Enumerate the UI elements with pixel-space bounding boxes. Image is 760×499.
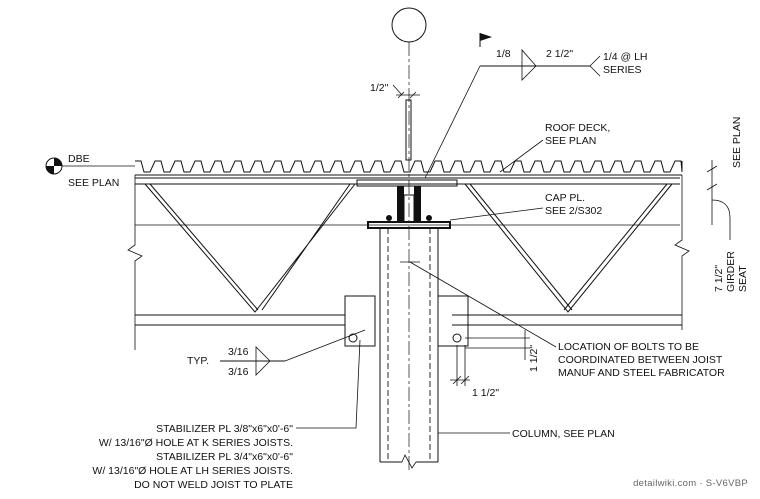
stabilizer-note-2: W/ 13/16"Ø HOLE AT K SERIES JOISTS.	[99, 437, 293, 449]
break-line-left	[127, 175, 143, 350]
bolt-location-leader	[409, 261, 557, 348]
stabilizer-note-1: STABILIZER PL 3/8"x6"x0'-6"	[156, 423, 293, 435]
roof-deck	[135, 160, 683, 173]
girder-seat-label-1: 7 1/2"	[713, 265, 725, 292]
dim-vertical-label: 1 1/2"	[528, 345, 540, 372]
cap-pl-label-2: SEE 2/S302	[545, 205, 602, 217]
stabilizer-note-5: DO NOT WELD JOIST TO PLATE	[134, 479, 293, 491]
typ-weld-arrow	[284, 329, 366, 362]
bolt-location-label-2: COORDINATED BETWEEN JOIST	[558, 354, 723, 366]
stabilizer-note-4: W/ 13/16"Ø HOLE AT LH SERIES JOISTS.	[92, 465, 293, 477]
cap-pl-label-1: CAP PL.	[545, 192, 585, 204]
elevation-marker-fill-2	[46, 166, 54, 174]
weld-arrow-line	[424, 65, 481, 179]
break-line-right	[674, 175, 690, 330]
typ-weld-fillet-bottom	[255, 360, 271, 376]
joist-web-left	[144, 183, 356, 313]
girder-seat-label-3: SEAT	[737, 265, 749, 292]
typ-label: TYP.	[187, 355, 209, 367]
stabilizer-note-leader	[296, 339, 361, 429]
weld-size-1-8: 1/8	[496, 48, 511, 60]
weld-flag-icon	[480, 33, 492, 41]
typ-weld-size-top: 3/16	[228, 346, 249, 358]
column-label: COLUMN, SEE PLAN	[512, 428, 615, 440]
grid-bubble	[391, 7, 427, 43]
roof-deck-label-2: SEE PLAN	[545, 135, 596, 147]
girder-seat-angle-right	[414, 186, 421, 222]
watermark: detailwiki.com · S-V6VBP	[633, 478, 748, 489]
elevation-marker-fill-1	[54, 158, 62, 166]
top-stiffener-plate	[405, 99, 412, 161]
dbe-label: DBE	[68, 153, 90, 165]
see-plan-right-label: SEE PLAN	[731, 117, 743, 168]
see-plan-right-mark-1	[706, 165, 718, 173]
roof-deck-label-1: ROOF DECK,	[545, 122, 610, 134]
dim-horizontal-tick-2	[460, 375, 470, 385]
column-break-line	[401, 454, 417, 469]
bolt-right	[426, 215, 432, 221]
girder-seat-angle-left	[397, 186, 404, 222]
bolt-location-label-1: LOCATION OF BOLTS TO BE	[558, 341, 699, 353]
roof-deck-leader	[499, 139, 544, 173]
weld-note-2: SERIES	[603, 64, 642, 76]
stabilizer-note-3: STABILIZER PL 3/4"x6"x0'-6"	[156, 451, 293, 463]
girder-seat-label-2: GIRDER	[725, 251, 737, 292]
typ-weld-size-bottom: 3/16	[228, 366, 249, 378]
bolt-location-label-3: MANUF AND STEEL FABRICATOR	[558, 367, 725, 379]
weld-length: 2 1/2"	[546, 48, 573, 60]
cap-pl-leader	[449, 207, 544, 221]
bolt-hole-right	[452, 333, 462, 343]
half-inch-leader	[392, 84, 403, 96]
weld-note-1: 1/4 @ LH	[603, 51, 648, 63]
weld-tail-icon	[589, 55, 601, 77]
weld-fillet-symbol-top	[521, 48, 537, 67]
dim-horizontal-label: 1 1/2"	[472, 387, 499, 399]
joist-web-right	[464, 183, 673, 313]
girder-seat-web	[403, 194, 415, 223]
girder-seat-plate	[356, 179, 458, 187]
weld-fillet-symbol-bottom	[521, 65, 537, 81]
half-inch-label: 1/2"	[370, 82, 389, 94]
typ-weld-fillet-top	[255, 346, 271, 362]
girder-seat-bracket	[711, 199, 731, 240]
dim-horizontal-tick-1	[452, 375, 462, 385]
bolt-hole-left	[348, 333, 358, 343]
see-plan-right-mark-2	[706, 183, 718, 191]
bolt-left	[386, 215, 392, 221]
dbe-see-plan: SEE PLAN	[68, 177, 119, 189]
